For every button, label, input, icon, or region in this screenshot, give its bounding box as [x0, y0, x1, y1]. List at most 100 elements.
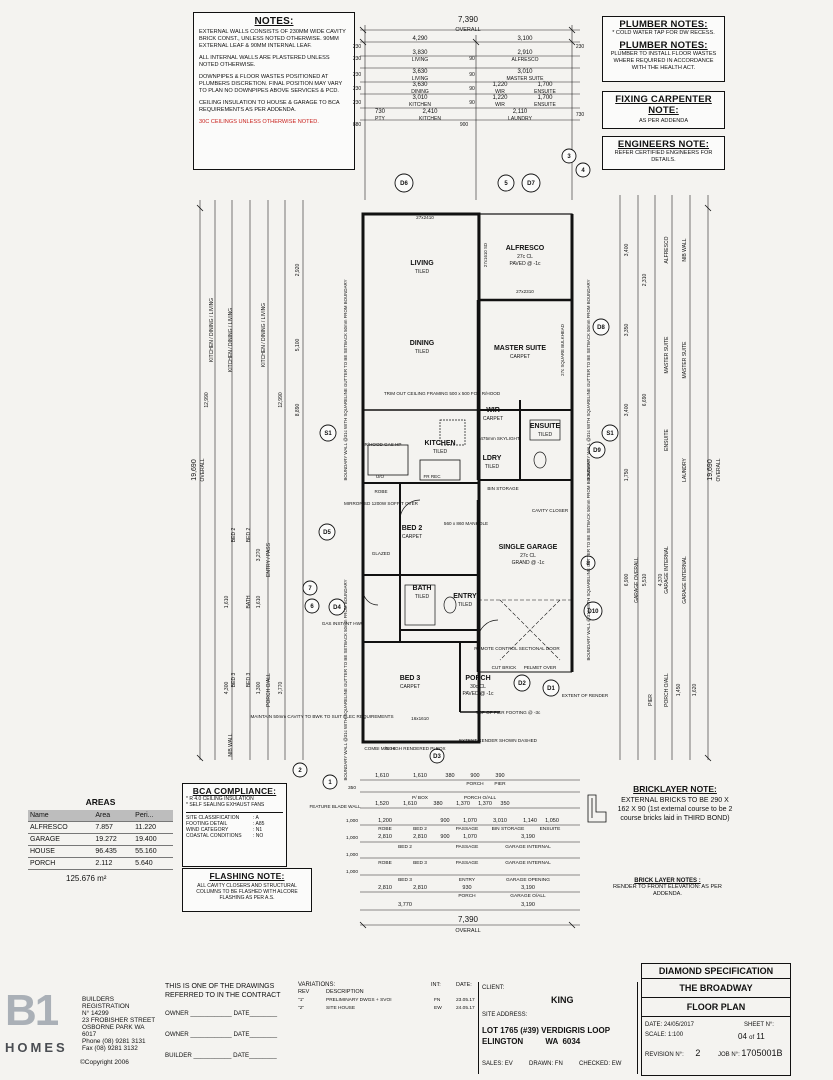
var-date: 23.05.17: [456, 998, 475, 1003]
bottom-label: PORCH: [458, 893, 476, 899]
right-dim: 5,510: [642, 574, 648, 587]
plumber-notes-box: PLUMBER NOTES: * COLD WATER TAP FOR DW R…: [602, 16, 725, 82]
areas-header: Name: [28, 810, 94, 822]
sheet-field: SHEET N°:: [744, 1022, 774, 1029]
sales-field: SALES: EV: [482, 1061, 513, 1068]
client-name: KING: [551, 995, 574, 1005]
bottom-edge-dim: 1,000: [346, 869, 358, 875]
date-value: 24/05/2017: [663, 1022, 694, 1028]
builders-registration: BUILDERS REGISTRATION: [82, 996, 130, 1010]
left-dim-label: BED 2: [246, 528, 252, 543]
fr-rec-note: FR REC: [423, 474, 441, 479]
right-dim-label: PORCH O/ALL: [664, 673, 670, 707]
bottom-dim: 900: [470, 773, 479, 779]
left-dim: 1,610: [256, 596, 262, 609]
bricklayer-line: EXTERNAL BRICKS TO BE 290 X 162 X 90 (1s…: [617, 797, 733, 822]
area-name: HOUSE: [28, 845, 94, 858]
bca-title: BCA COMPLIANCE:: [192, 786, 277, 796]
bottom-dim: 3,770: [398, 902, 412, 908]
room-name-bed-2: BED 2: [402, 525, 423, 532]
plumber-line-1: * COLD WATER TAP FOR DW RECESS.: [612, 30, 715, 36]
room-finish: 27c CL: [520, 553, 536, 559]
bottom-label: GARAGE INTERNAL: [505, 860, 551, 866]
robe-label: ROBE: [374, 489, 387, 494]
top-overall-label: OVERALL: [455, 27, 480, 33]
room-extra: GRAND @ -1c: [512, 560, 545, 566]
left-dim: 1,610: [224, 596, 230, 609]
bottom-dim: 1,070: [463, 818, 477, 824]
var-date: 24.05.17: [456, 1006, 475, 1011]
room-name-dining: DINING: [410, 340, 435, 347]
scale-field: SCALE: 1:100: [645, 1032, 683, 1039]
plan-type: FLOOR PLAN: [642, 998, 790, 1017]
carpenter-note-box: FIXING CARPENTER NOTE: AS PER ADDENDA: [602, 91, 725, 129]
flashing-note-box: FLASHING NOTE: ALL CAVITY CLOSERS AND ST…: [182, 868, 312, 912]
bottom-label: ENSUITE: [540, 826, 561, 832]
top-dim-label: PTY: [375, 116, 385, 122]
right-overall-label: OVERALL: [716, 458, 722, 481]
bca-line: * SELF SEALING EXHAUST FANS: [186, 802, 265, 808]
desc-header: DESCRIPTION: [326, 989, 364, 995]
client-label: CLIENT:: [482, 985, 505, 991]
engineers-title: ENGINEERS NOTE:: [617, 139, 710, 150]
room-name-alfresco: ALFRESCO: [506, 245, 545, 252]
room-finish: TILED: [415, 594, 430, 600]
bottom-dim: 1,520: [375, 801, 389, 807]
edge-dim: 880: [353, 122, 362, 128]
marker-label: D1: [547, 686, 555, 692]
left-dim: 3,270: [256, 549, 262, 562]
right-dim: 3,350: [624, 324, 630, 337]
gas-hwu-note: GAS INSTANT HWU: [322, 621, 364, 626]
bca-line: * R 4.0 CEILING INSULATION: [186, 796, 254, 802]
checked-label: CHECKED:: [579, 1061, 611, 1067]
bottom-label: GARAGE OPENING: [506, 877, 550, 883]
area-value: 19.272: [93, 833, 134, 846]
builder-info: BUILDERS REGISTRATION N° 14299 23 FROBIS…: [82, 996, 157, 1052]
right-dim: 3,400: [624, 244, 630, 257]
top-dim: 3,100: [517, 36, 533, 42]
bottom-dim: 1,050: [545, 818, 559, 824]
left-dim: 4,300: [224, 682, 230, 695]
bca-row: SITE CLASSIFICATION : A: [186, 815, 283, 821]
bottom-edge-dim: 1,000: [346, 818, 358, 824]
edge-dim: 90: [469, 72, 475, 78]
room-finish: CARPET: [402, 534, 422, 540]
owner-signature-line: OWNER ____________ DATE________: [165, 1010, 278, 1017]
top-dim: 3,830: [412, 50, 428, 56]
bricklayer-line-2: RENDER TO FRONT ELEVATION: AS PER ADDEND…: [613, 884, 722, 897]
bricklayer-note-2: BRICK LAYER NOTES : RENDER TO FRONT ELEV…: [600, 878, 735, 898]
right-dim-label: ENSUITE: [664, 429, 670, 451]
maintain-cavity-note: MAINTAIN 50mm CAVITY TO BWK TO SUIT ELEC…: [250, 714, 393, 719]
bottom-label: ROBE: [378, 826, 392, 832]
carpenter-line: AS PER ADDENDA: [638, 118, 689, 124]
sheet-label: SHEET N°:: [744, 1022, 774, 1028]
bottom-dim: 930: [462, 885, 471, 891]
top-dim-label: KITCHEN: [419, 116, 441, 122]
bottom-label: PASSAGE: [456, 826, 479, 832]
flashing-title: FLASHING NOTE:: [209, 871, 285, 881]
left-dim-label: BED 3: [246, 673, 252, 688]
bottom-dim: 1,610: [413, 773, 427, 779]
top-dim: 1,700: [537, 82, 553, 88]
phone: Phone (08) 9281 3131: [82, 1038, 146, 1045]
extent-render-note: EXTENT OF RENDER: [562, 693, 609, 698]
bottom-label: PORCH O/ALL: [464, 795, 497, 801]
bottom-label: BED 2: [413, 826, 427, 832]
room-extra: PAVED @ -1c: [509, 261, 541, 267]
bottom-label: PASSAGE: [456, 844, 479, 850]
sheet-total: 11: [756, 1032, 765, 1041]
var-rev: "2": [298, 1006, 305, 1011]
room-finish: TILED: [433, 449, 448, 455]
room-finish: TILED: [458, 602, 473, 608]
top-dim: 3,630: [412, 82, 428, 88]
right-dim: 3,400: [624, 404, 630, 417]
right-dim-label: PIER: [648, 694, 654, 706]
edge-dim: 230: [353, 100, 362, 106]
client-box: CLIENT: KING SITE ADDRESS: LOT 1765 (#39…: [478, 982, 638, 1074]
marker-label: 6: [310, 604, 314, 610]
room-finish: TILED: [538, 432, 553, 438]
boundary-wall-note: BOUNDARY WALL @31c WITH SQUARELINE GUTTE…: [343, 279, 348, 480]
job-value: 1705001B: [741, 1048, 783, 1058]
rendered-pbox-note: 7c HIGH RENDERED PI BOX: [384, 746, 445, 751]
cavity-closer-note: CAVITY CLOSER: [532, 508, 569, 513]
